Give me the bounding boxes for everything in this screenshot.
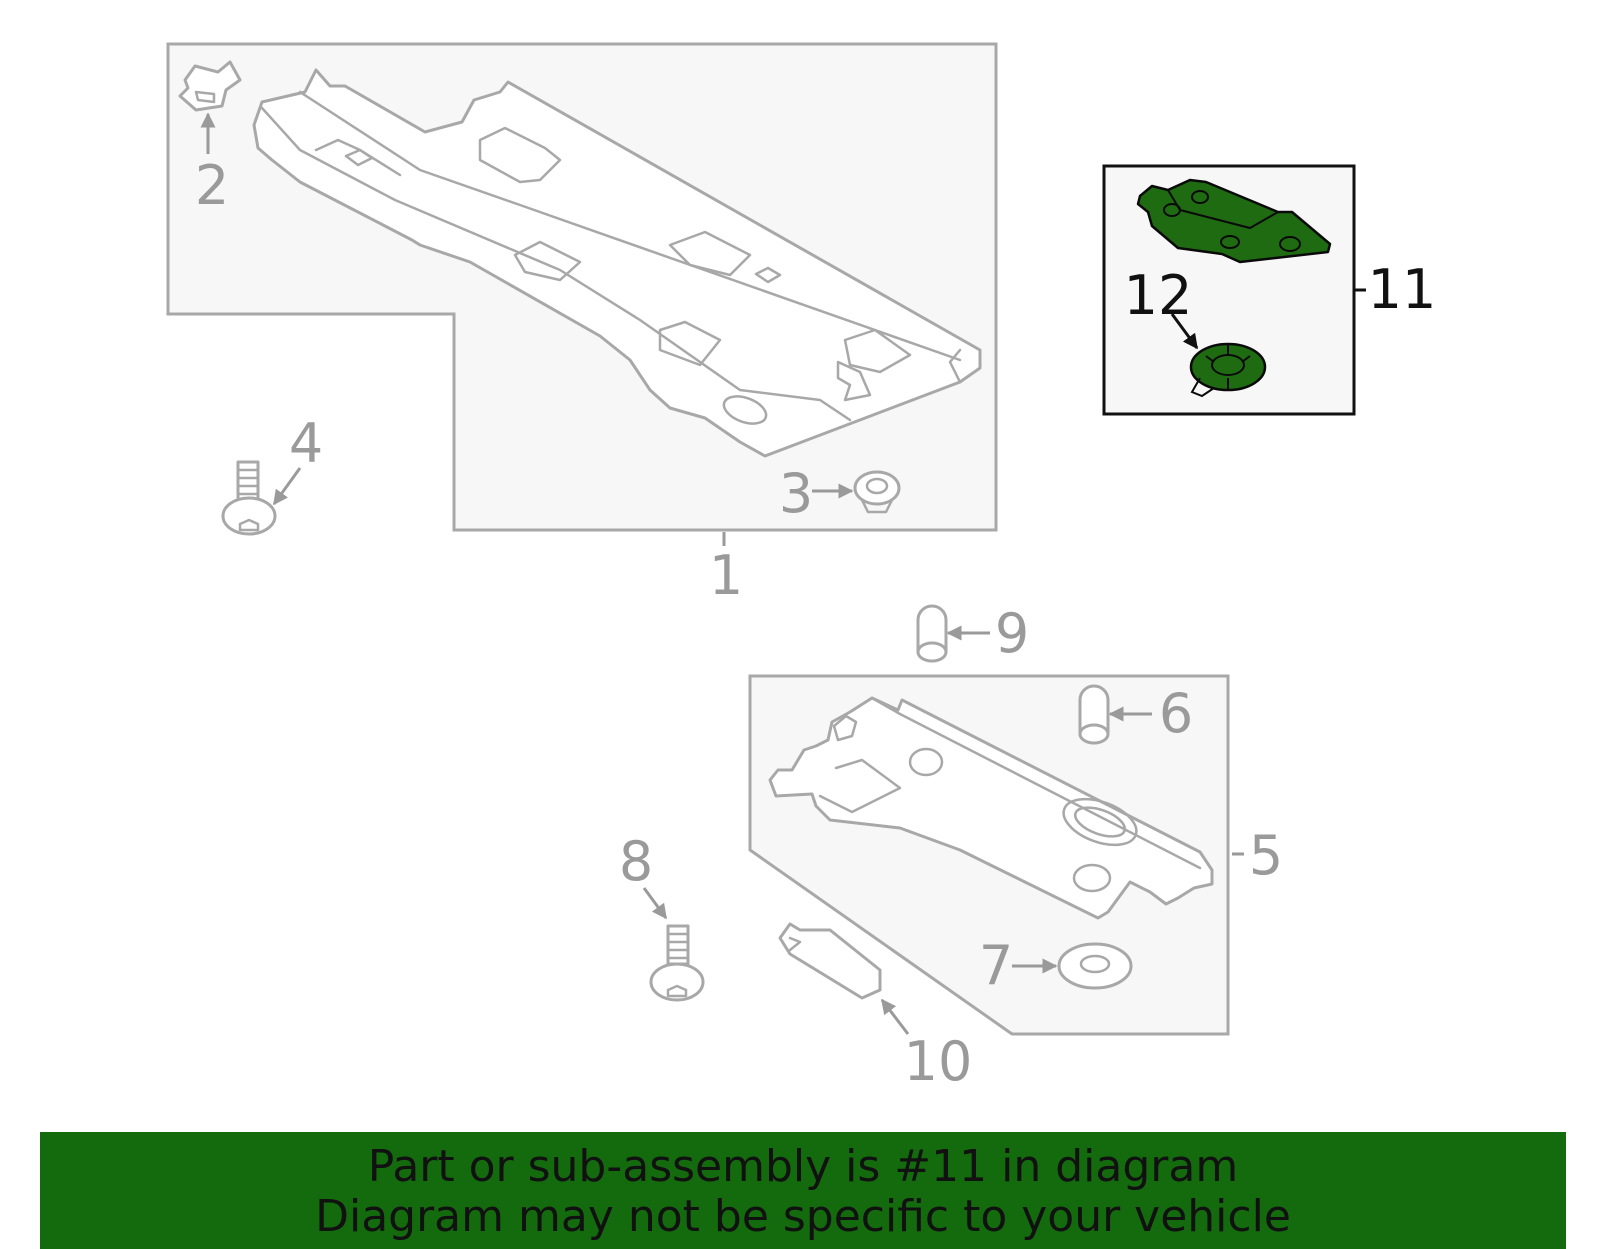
- callout-10: 10: [904, 1030, 973, 1093]
- notice-banner: Part or sub-assembly is #11 in diagram D…: [40, 1132, 1566, 1249]
- callout-9: 9: [995, 602, 1029, 665]
- callout-11: 11: [1368, 258, 1437, 321]
- part-10-cap[interactable]: [778, 922, 882, 1000]
- callout-5: 5: [1249, 824, 1283, 887]
- part-11-bracket[interactable]: [1136, 178, 1332, 264]
- parts-diagram: 1 2 3 4 5 6 7 8 9 10 11 12: [166, 42, 1437, 1093]
- callout-3: 3: [779, 462, 813, 525]
- callout-1: 1: [709, 544, 743, 607]
- part-3-nut[interactable]: [853, 470, 901, 514]
- part-2-clip[interactable]: [178, 60, 242, 112]
- part-7-washer[interactable]: [1057, 942, 1133, 990]
- part-5-shield[interactable]: [768, 696, 1214, 920]
- part-6-pin[interactable]: [1078, 684, 1110, 745]
- callout-7: 7: [979, 934, 1013, 997]
- banner-line-2: Diagram may not be specific to your vehi…: [315, 1191, 1291, 1242]
- part-4-bolt[interactable]: [221, 460, 277, 536]
- callout-4: 4: [289, 412, 323, 475]
- callout-8: 8: [619, 830, 653, 893]
- callout-12: 12: [1124, 264, 1193, 327]
- banner-line-1: Part or sub-assembly is #11 in diagram: [367, 1141, 1239, 1192]
- part-8-bolt[interactable]: [649, 924, 705, 1002]
- part-9-pin[interactable]: [916, 604, 948, 663]
- callout-2: 2: [195, 154, 229, 217]
- callout-6: 6: [1159, 682, 1193, 745]
- part-1-shield[interactable]: [252, 68, 982, 458]
- part-12-grommet[interactable]: [1189, 342, 1267, 398]
